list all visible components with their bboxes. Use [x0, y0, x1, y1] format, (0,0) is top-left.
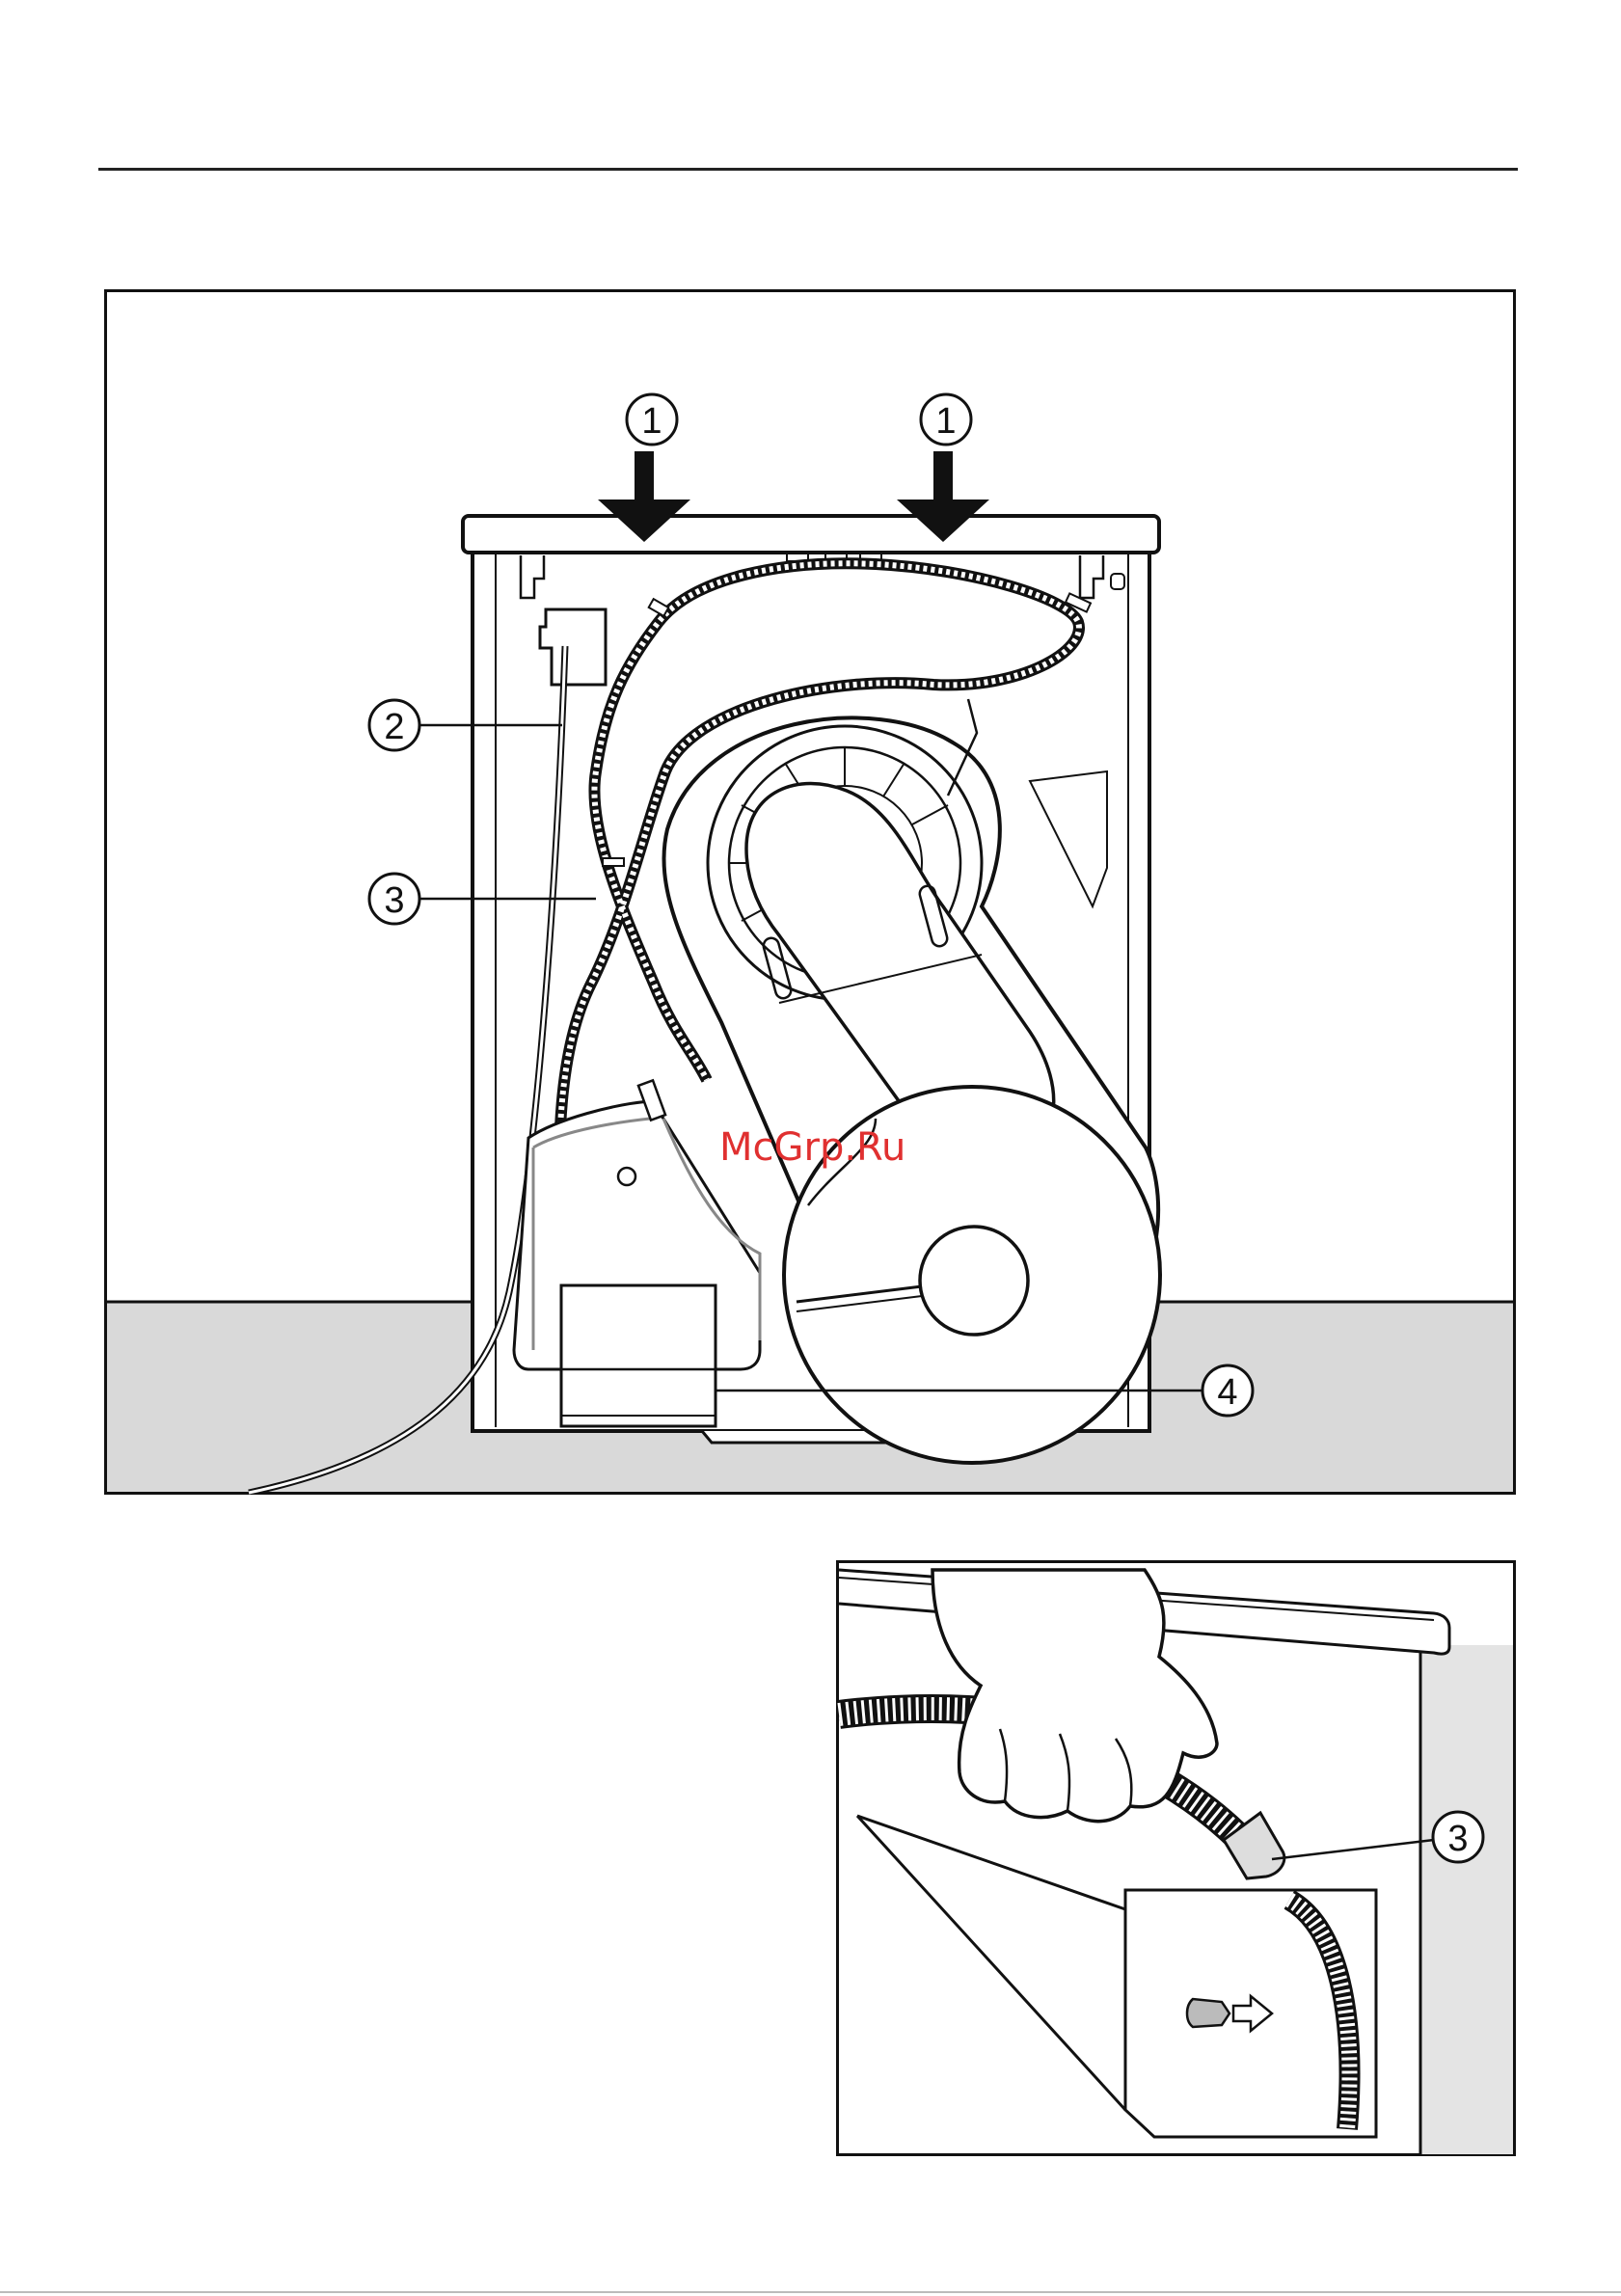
svg-text:2: 2 — [384, 707, 404, 747]
svg-text:1: 1 — [935, 401, 956, 442]
dryer-top-lid — [463, 516, 1159, 553]
hose-detail-diagram: 3 — [836, 1560, 1516, 2156]
watermark: McGrp.Ru — [719, 1125, 905, 1170]
header-rule — [98, 168, 1518, 171]
detail-callout-3: 3 — [1433, 1812, 1483, 1862]
footer-rule — [0, 2291, 1621, 2293]
cap-icon — [1187, 1999, 1229, 2027]
callout-1-right: 1 — [921, 394, 971, 445]
svg-text:3: 3 — [1447, 1819, 1468, 1859]
callout-1-left: 1 — [627, 394, 677, 445]
svg-text:1: 1 — [641, 401, 662, 442]
water-container — [561, 1285, 716, 1426]
detail-illustration: 3 — [836, 1560, 1516, 2156]
svg-text:4: 4 — [1217, 1372, 1237, 1413]
main-illustration: 1 1 2 3 4 McGrp.Ru — [104, 289, 1516, 1495]
dryer-rear-diagram: 1 1 2 3 4 McGrp.Ru — [104, 289, 1516, 1495]
svg-text:3: 3 — [384, 880, 404, 921]
